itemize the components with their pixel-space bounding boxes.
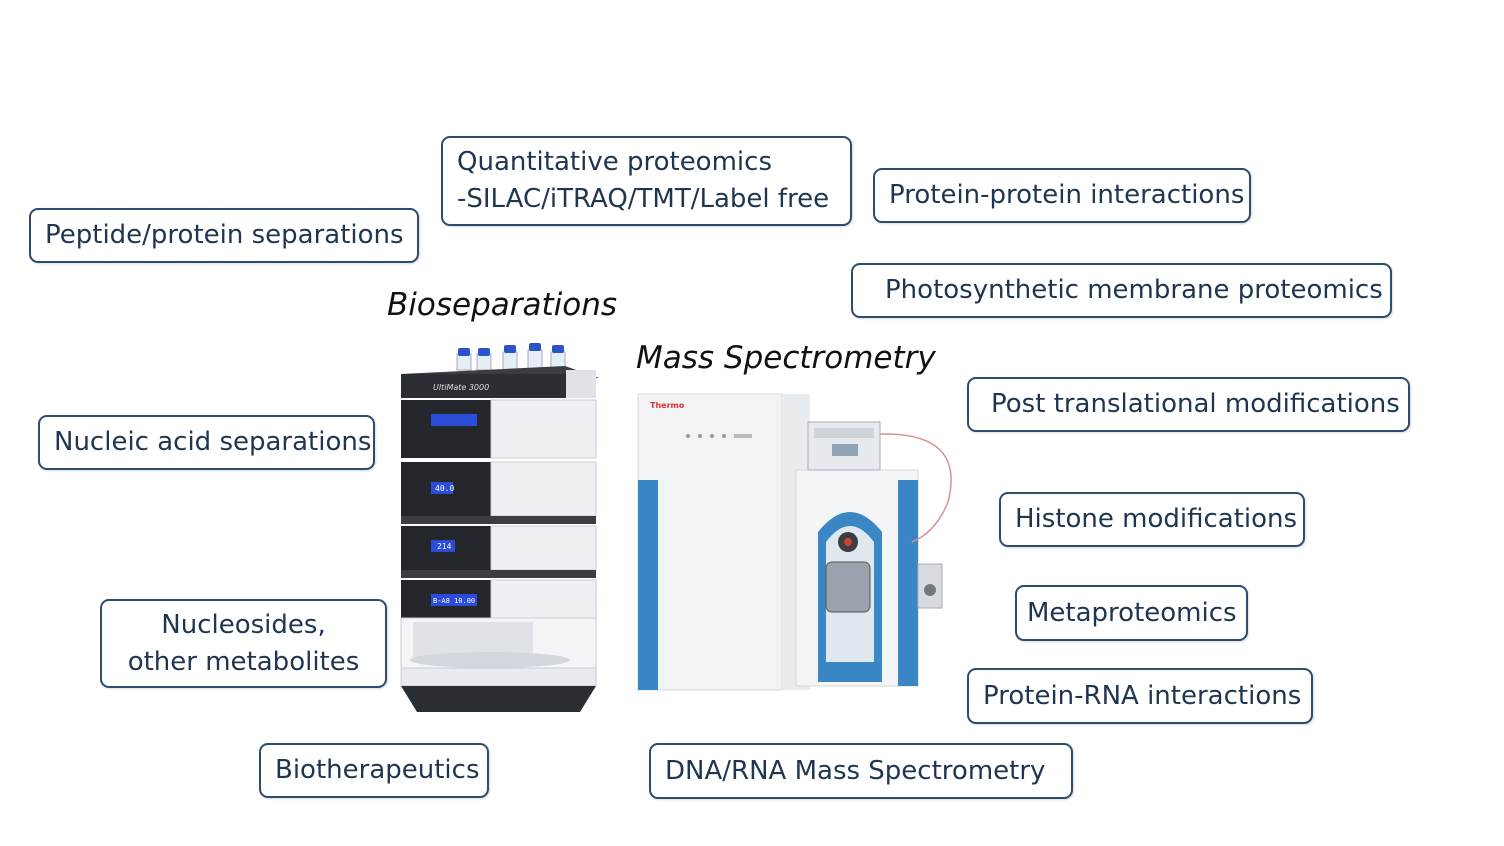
hplc-system-image: UltiMate 3000 40.0 214 B-A8 10.00 — [400, 343, 599, 712]
hplc-display-2: 214 — [437, 542, 452, 551]
peptide-protein-separations-label: Peptide/protein separations — [45, 220, 404, 250]
protein-rna-interactions-box: Protein-RNA interactions — [967, 668, 1313, 724]
dna-rna-mass-spectrometry-box: DNA/RNA Mass Spectrometry — [649, 743, 1073, 799]
biotherapeutics-box: Biotherapeutics — [259, 743, 489, 798]
metaproteomics-box: Metaproteomics — [1015, 585, 1248, 641]
protein-protein-interactions-label: Protein-protein interactions — [889, 180, 1245, 210]
ms-brand-text: Thermo — [650, 401, 685, 410]
protein-protein-interactions-box: Protein-protein interactions — [873, 168, 1251, 223]
other-metabolites-label: other metabolites — [127, 646, 360, 677]
ms-front-panel-buttons — [686, 434, 752, 438]
protein-rna-interactions-label: Protein-RNA interactions — [983, 680, 1302, 711]
post-translational-modifications-label: Post translational modifications — [991, 389, 1400, 419]
metaproteomics-label: Metaproteomics — [1027, 597, 1237, 628]
hplc-logo-text: UltiMate 3000 — [433, 383, 489, 392]
photosynthetic-membrane-proteomics-box: Photosynthetic membrane proteomics — [851, 263, 1392, 318]
bioseparations-heading: Bioseparations — [387, 287, 618, 323]
histone-modifications-box: Histone modifications — [999, 492, 1305, 547]
mass-spectrometer-image: Thermo — [637, 393, 952, 691]
peptide-protein-separations-box: Peptide/protein separations — [29, 208, 419, 263]
hplc-display-1: 40.0 — [435, 484, 454, 493]
nucleosides-label: Nucleosides, — [161, 609, 326, 640]
mass-spectrometry-heading: Mass Spectrometry — [636, 340, 936, 376]
histone-modifications-label: Histone modifications — [1015, 504, 1298, 534]
quantitative-proteomics-box: Quantitative proteomics -SILAC/iTRAQ/TMT… — [441, 136, 852, 226]
post-translational-modifications-box: Post translational modifications — [967, 377, 1410, 432]
photosynthetic-membrane-proteomics-label: Photosynthetic membrane proteomics — [885, 275, 1383, 305]
nucleic-acid-separations-box: Nucleic acid separations — [38, 415, 375, 470]
nucleosides-metabolites-box: Nucleosides, other metabolites — [100, 599, 387, 688]
biotherapeutics-label: Biotherapeutics — [275, 755, 480, 785]
quantitative-proteomics-label: Quantitative proteomics — [457, 147, 772, 177]
nucleic-acid-separations-label: Nucleic acid separations — [54, 427, 372, 457]
dna-rna-mass-spectrometry-label: DNA/RNA Mass Spectrometry — [665, 755, 1046, 786]
quantitative-methods-label: -SILAC/iTRAQ/TMT/Label free — [457, 184, 830, 214]
hplc-display-3: B-A8 10.00 — [433, 597, 475, 605]
solvent-bottles — [456, 343, 566, 371]
